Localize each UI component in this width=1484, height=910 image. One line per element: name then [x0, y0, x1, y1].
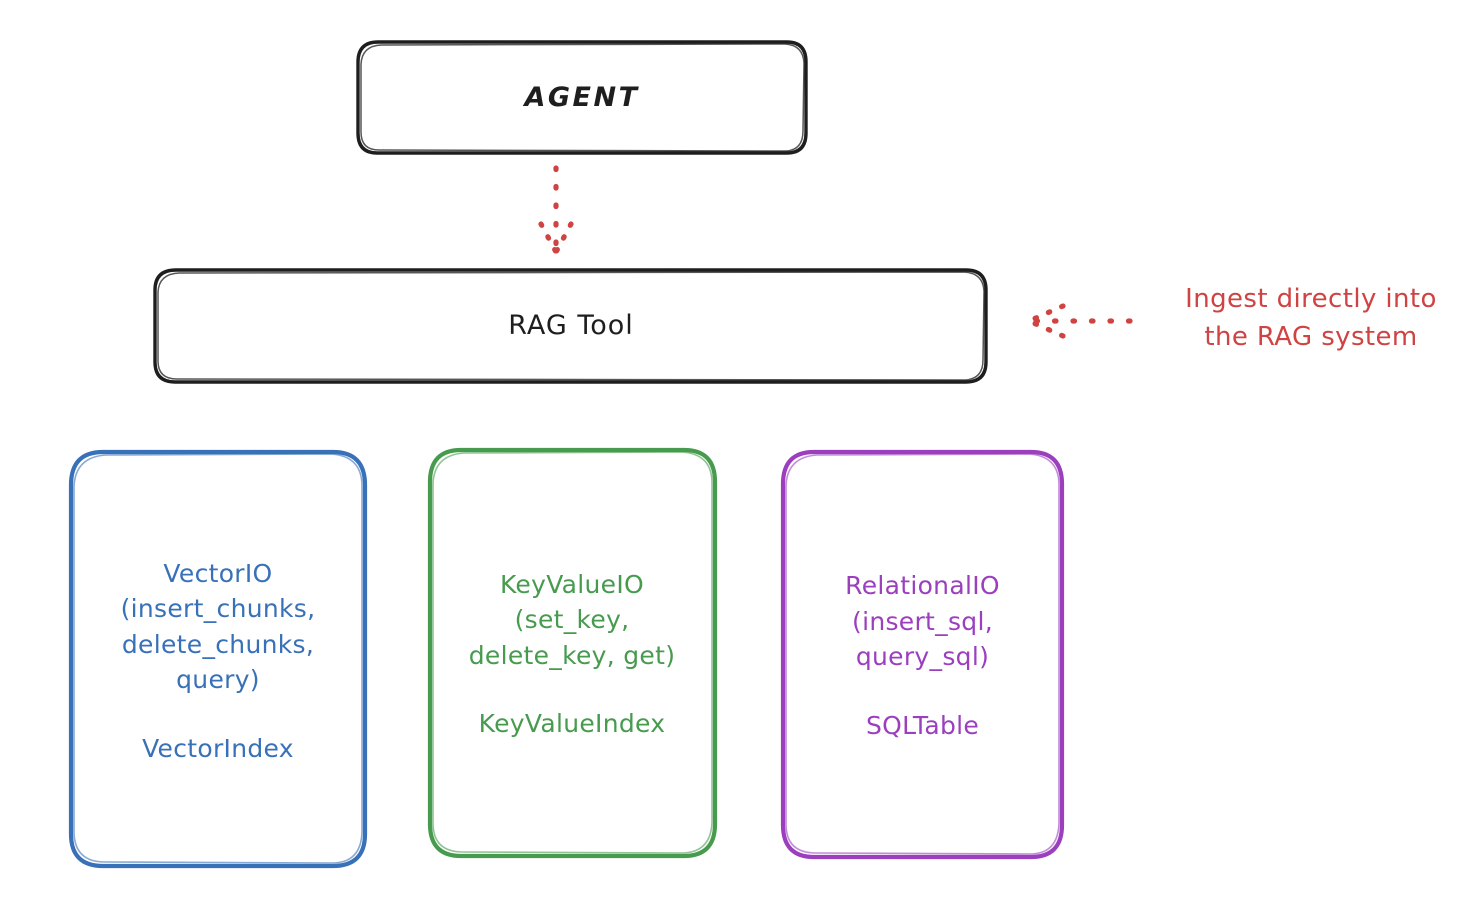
keyvalueio-index-label: KeyValueIndex [478, 709, 666, 739]
relationalio-node-content: RelationalIO (insert_sql, query_sql) SQL… [783, 568, 1062, 740]
vectorio-box-outline [68, 449, 368, 869]
keyvalueio-node-content: KeyValueIO (set_key, delete_key, get) Ke… [429, 567, 715, 739]
ingest-annotation: Ingest directly into the RAG system [1185, 284, 1437, 352]
relationalio-index-label: SQLTable [865, 710, 980, 740]
agent-node[interactable]: AGENT [357, 41, 807, 154]
agent-to-rag-tool-arrow [538, 165, 574, 255]
rag-tool-node[interactable]: RAG Tool [155, 269, 987, 383]
rag-tool-box-outline [153, 268, 988, 384]
rag-tool-node-label: RAG Tool [508, 310, 634, 342]
relationalio-box-outline [780, 449, 1065, 860]
vectorio-node[interactable]: VectorIO (insert_chunks, delete_chunks, … [71, 451, 365, 867]
agent-box-outline [356, 40, 808, 155]
vectorio-node-content: VectorIO (insert_chunks, delete_chunks, … [71, 556, 365, 763]
ingest-to-rag-tool-arrow [1026, 303, 1133, 339]
keyvalueio-box-outline [427, 447, 718, 859]
keyvalueio-api-label: KeyValueIO (set_key, delete_key, get) [468, 569, 676, 670]
vectorio-api-label: VectorIO (insert_chunks, delete_chunks, … [120, 558, 316, 695]
vectorio-index-label: VectorIndex [142, 733, 294, 763]
relationalio-node[interactable]: RelationalIO (insert_sql, query_sql) SQL… [783, 451, 1062, 857]
agent-node-label: AGENT [524, 81, 640, 113]
relationalio-api-label: RelationalIO (insert_sql, query_sql) [845, 571, 1000, 672]
keyvalueio-node[interactable]: KeyValueIO (set_key, delete_key, get) Ke… [429, 449, 715, 856]
